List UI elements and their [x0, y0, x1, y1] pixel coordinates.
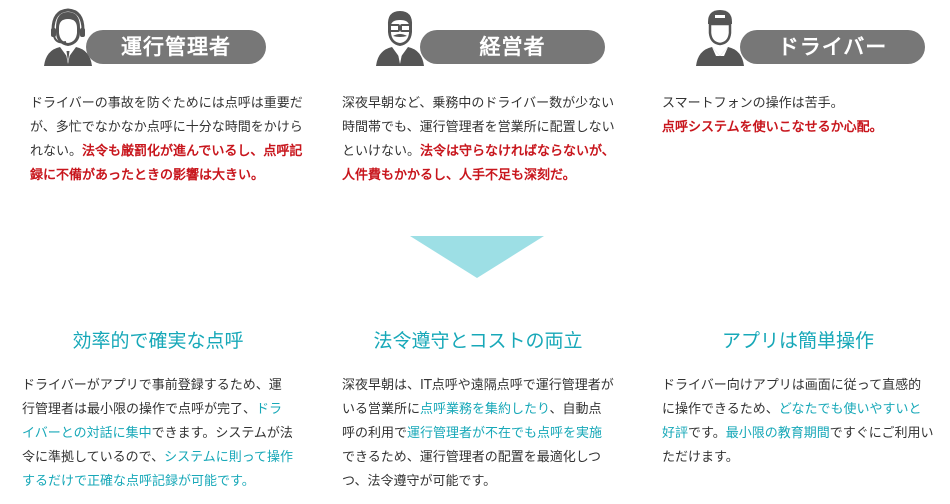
- solution-description: ドライバー向けアプリは画面に従って直感的に操作できるため、どなたでも使いやすいと…: [662, 378, 934, 465]
- persona-operations-manager: 運行管理者 ドライバーの事故を防ぐためには点呼は重要だが、多忙でなかなか点呼に十…: [30, 0, 310, 188]
- persona-description: スマートフォンの操作は苦手。点呼システムを使いこなせるか心配。: [662, 96, 883, 135]
- persona-header: 経営者: [342, 0, 622, 70]
- persona-description: ドライバーの事故を防ぐためには点呼は重要だが、多忙でなかなか点呼に十分な時間をか…: [30, 96, 303, 183]
- persona-label-pill: 運行管理者: [86, 30, 266, 64]
- pain-point-highlight: 点呼システムを使いこなせるか心配。: [662, 120, 883, 135]
- pain-point-highlight: 法令も厳罰化が進んでいるし、点呼記録に不備があったときの影響は大きい。: [30, 144, 303, 183]
- solution-efficient-rollcall: 効率的で確実な点呼 ドライバーがアプリで事前登録するため、運行管理者は最小限の操…: [22, 326, 294, 494]
- persona-header: ドライバー: [662, 0, 942, 70]
- executive-mustache-icon: [376, 11, 424, 66]
- persona-label-pill: ドライバー: [740, 30, 925, 64]
- solution-description: 深夜早朝は、IT点呼や遠隔点呼で運行管理者がいる営業所に点呼業務を集約したり、自…: [342, 378, 614, 489]
- headset-operator-icon: [44, 8, 92, 66]
- solution-description: ドライバーがアプリで事前登録するため、運行管理者は最小限の操作で点呼が完了、ドラ…: [22, 378, 294, 489]
- solution-title: 法令遵守とコストの両立: [373, 330, 583, 352]
- persona-executive: 経営者 深夜早朝など、乗務中のドライバー数が少ない時間帯でも、運行管理者を営業所…: [342, 0, 622, 188]
- driver-cap-icon: [696, 10, 744, 66]
- down-arrow-icon: [410, 236, 544, 278]
- persona-description: 深夜早朝など、乗務中のドライバー数が少ない時間帯でも、運行管理者を営業所に配置し…: [342, 96, 615, 183]
- pain-point-highlight: 法令は守らなければならないが、人件費もかかるし、人手不足も深刻だ。: [342, 144, 615, 183]
- solution-title: 効率的で確実な点呼: [72, 330, 244, 352]
- persona-header: 運行管理者: [30, 0, 310, 70]
- solution-compliance-cost: 法令遵守とコストの両立 深夜早朝は、IT点呼や遠隔点呼で運行管理者がいる営業所に…: [342, 326, 614, 494]
- solution-title: アプリは簡単操作: [721, 330, 874, 352]
- solution-easy-app: アプリは簡単操作 ドライバー向けアプリは画面に従って直感的に操作できるため、どな…: [662, 326, 934, 470]
- persona-driver: ドライバー スマートフォンの操作は苦手。点呼システムを使いこなせるか心配。: [662, 0, 942, 140]
- persona-label-pill: 経営者: [420, 30, 605, 64]
